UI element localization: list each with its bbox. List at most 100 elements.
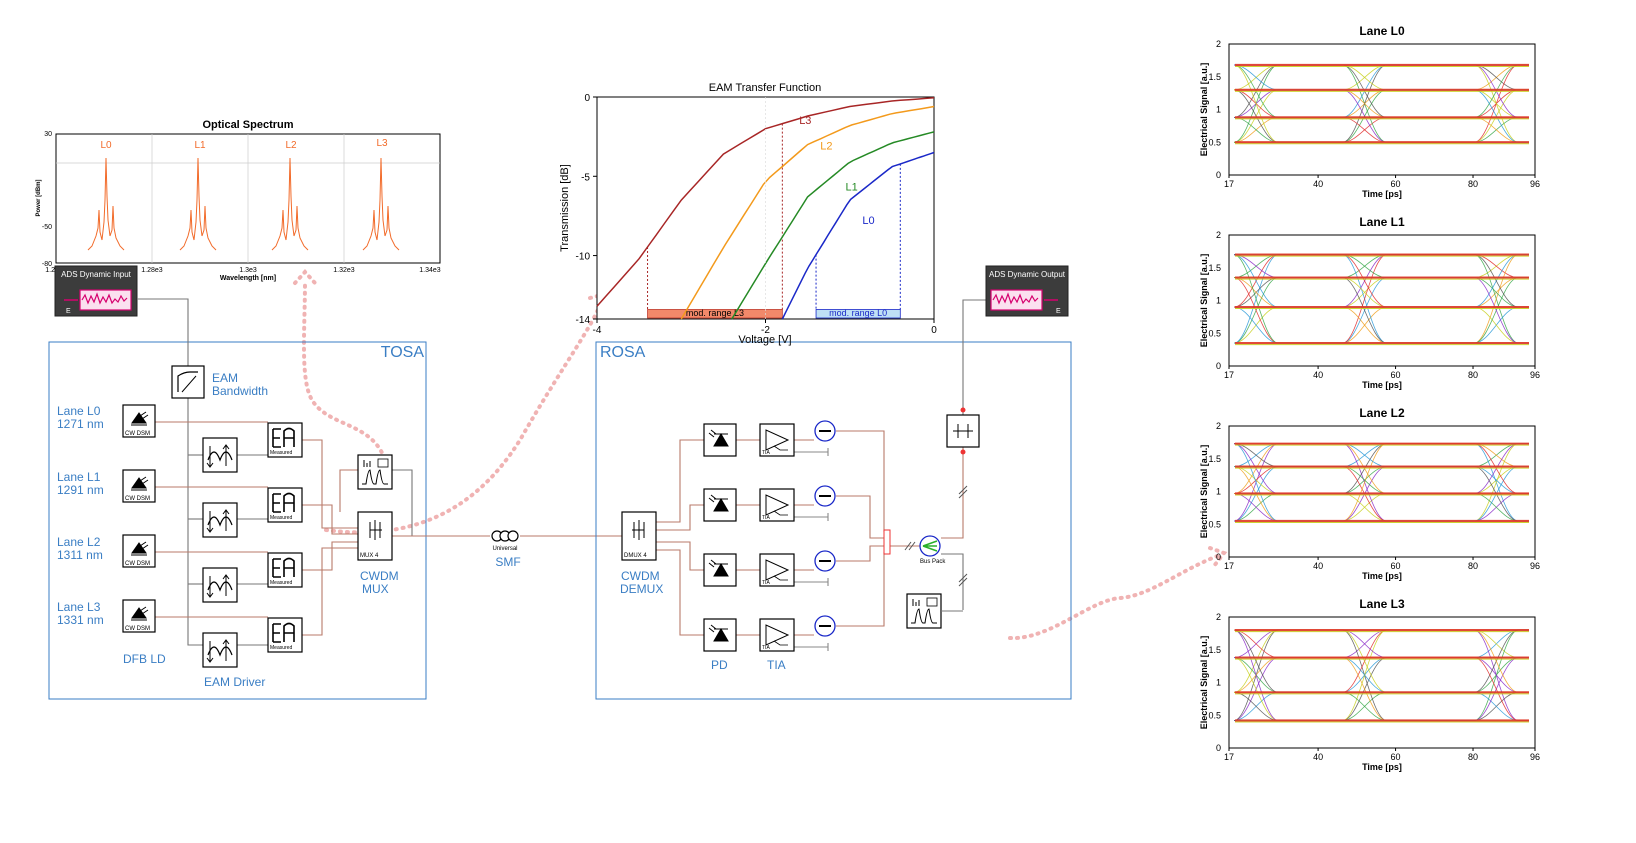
rosa-components: TIA TIA TIA TIA [703, 420, 836, 652]
eye-trace [1234, 443, 1529, 494]
spectrum-xlabel: Wavelength [nm] [220, 275, 276, 282]
eye-xtick-2-1: 40 [1313, 561, 1323, 571]
mod-range-label-0: mod. range L3 [686, 308, 744, 318]
photodiode-2[interactable] [703, 553, 737, 587]
laser-diode-icon [131, 411, 149, 426]
photodiode-icon [708, 559, 729, 577]
photodiode-1[interactable] [703, 488, 737, 522]
eam-driver-0[interactable] [202, 437, 238, 473]
dc-subtract-3[interactable] [814, 615, 836, 637]
amplifier-icon [765, 624, 790, 646]
cwdm-mux-block[interactable]: MUX 4 [357, 511, 393, 561]
spectrum-peak-label-l0: L0 [100, 140, 112, 151]
spectrum-xtick-1: 1.28e3 [141, 267, 163, 274]
signal-analyzer-icon [911, 608, 937, 624]
ads-output-waveform-icon [992, 292, 1039, 305]
eye-traces-3 [1233, 628, 1529, 723]
bus-pack-tag: Bus Pack [920, 559, 946, 565]
eye-ytick-3-1: 1.5 [1208, 645, 1221, 655]
cwdm-demux-label-1: CWDM [621, 569, 660, 583]
eam-ytick-2: -10 [576, 252, 591, 263]
dc-subtract-2[interactable] [814, 550, 836, 572]
spectrum-peak-2 [271, 157, 309, 251]
spectrum-xtick-3: 1.32e3 [333, 267, 355, 274]
rosa-box [595, 341, 1072, 700]
tia-2[interactable]: TIA [759, 553, 795, 587]
smf-fiber[interactable]: Universal SMF [491, 530, 521, 569]
eam-driver-1[interactable] [202, 502, 238, 538]
lane-l0-name: Lane L0 [57, 404, 101, 418]
spectrum-ylabel: Power [dBm] [36, 179, 42, 216]
eam-bandwidth-label-2: Bandwidth [212, 384, 268, 398]
eam-ylabel: Transmission [dB] [559, 164, 571, 252]
cw-laser-0[interactable]: CW DSM [122, 404, 156, 438]
cw-tag: CW DSM [125, 496, 150, 502]
tosa-spectrum-analyzer[interactable] [357, 454, 393, 490]
eye-ytick-1-1: 1.5 [1208, 263, 1221, 273]
amplifier-icon [765, 429, 790, 451]
ads-output-title: ADS Dynamic Output [989, 270, 1066, 279]
electrical-converter-block[interactable] [946, 407, 980, 587]
pd-label: PD [711, 658, 728, 672]
bus-pack-block[interactable]: Bus Pack [883, 529, 946, 565]
amplifier-icon [765, 494, 790, 516]
arrow-to-eye-diagrams [1008, 553, 1222, 641]
rosa-wiring [656, 299, 986, 651]
spectrum-ytick-mid: -50 [42, 224, 52, 231]
eye-xtick-1-1: 40 [1313, 370, 1323, 380]
tia-3[interactable]: TIA [759, 618, 795, 652]
eye-xtick-3-3: 80 [1468, 752, 1478, 762]
eam-chart-title: EAM Transfer Function [709, 82, 822, 94]
arrow-to-spectrum-head [293, 269, 317, 285]
cw-tag: CW DSM [125, 626, 150, 632]
cwdm-demux-block[interactable]: DMUX 4 CWDM DEMUX [620, 511, 663, 596]
tia-tag: TIA [762, 450, 770, 456]
eam-driver-3[interactable] [202, 632, 238, 668]
tia-1[interactable]: TIA [759, 488, 795, 522]
tia-0[interactable]: TIA [759, 423, 795, 457]
eye-trace [1234, 254, 1529, 308]
tia-tag: TIA [762, 515, 770, 521]
cw-laser-1[interactable]: CW DSM [122, 469, 156, 503]
eam-series-label-L2: L2 [820, 140, 832, 152]
eye-plot-area-2 [1228, 425, 1536, 558]
eye-title-2: Lane L2 [1359, 406, 1405, 420]
laser-diode-icon [131, 541, 149, 556]
eye-xlabel-0: Time [ps] [1362, 189, 1402, 199]
tia-label: TIA [767, 658, 786, 672]
eam-modulator-0[interactable]: Measured [267, 422, 303, 458]
eam-ytick-1: -5 [581, 172, 590, 183]
ads-dynamic-output-block[interactable]: ADS Dynamic Output E [985, 265, 1069, 317]
cw-laser-3[interactable]: CW DSM [122, 599, 156, 633]
eam-modulator-2[interactable]: Measured [267, 552, 303, 588]
photodiode-0[interactable] [703, 423, 737, 457]
eam-modulator-3[interactable]: Measured [267, 617, 303, 653]
eye-xtick-0-1: 40 [1313, 179, 1323, 189]
rosa-title: ROSA [600, 344, 646, 361]
eye-ylabel-3: Electrical Signal [a.u.] [1199, 636, 1209, 730]
eam-bandwidth-filter[interactable]: EAM Bandwidth [171, 365, 268, 399]
dc-subtract-0[interactable] [814, 420, 836, 442]
eye-xtick-3-4: 96 [1530, 752, 1540, 762]
cwdm-mux-label-1: CWDM [360, 569, 399, 583]
ads-dynamic-input-block[interactable]: ADS Dynamic Input E [54, 265, 138, 317]
spectrum-ytick-top: 30 [44, 131, 52, 138]
photodiode-3[interactable] [703, 618, 737, 652]
eye-trace [1234, 629, 1529, 721]
eam-driver-2[interactable] [202, 567, 238, 603]
eye-xtick-3-2: 60 [1391, 752, 1401, 762]
ea-modulator-icon [272, 427, 295, 448]
dc-subtract-1[interactable] [814, 485, 836, 507]
eam-series-label-L3: L3 [799, 115, 811, 127]
mux-tag: MUX 4 [360, 553, 379, 559]
rosa-signal-analyzer[interactable] [906, 593, 963, 629]
driver-waveform-icon [207, 581, 233, 592]
lane-l3-name: Lane L3 [57, 600, 101, 614]
cw-laser-2[interactable]: CW DSM [122, 534, 156, 568]
eam-modulator-1[interactable]: Measured [267, 487, 303, 523]
